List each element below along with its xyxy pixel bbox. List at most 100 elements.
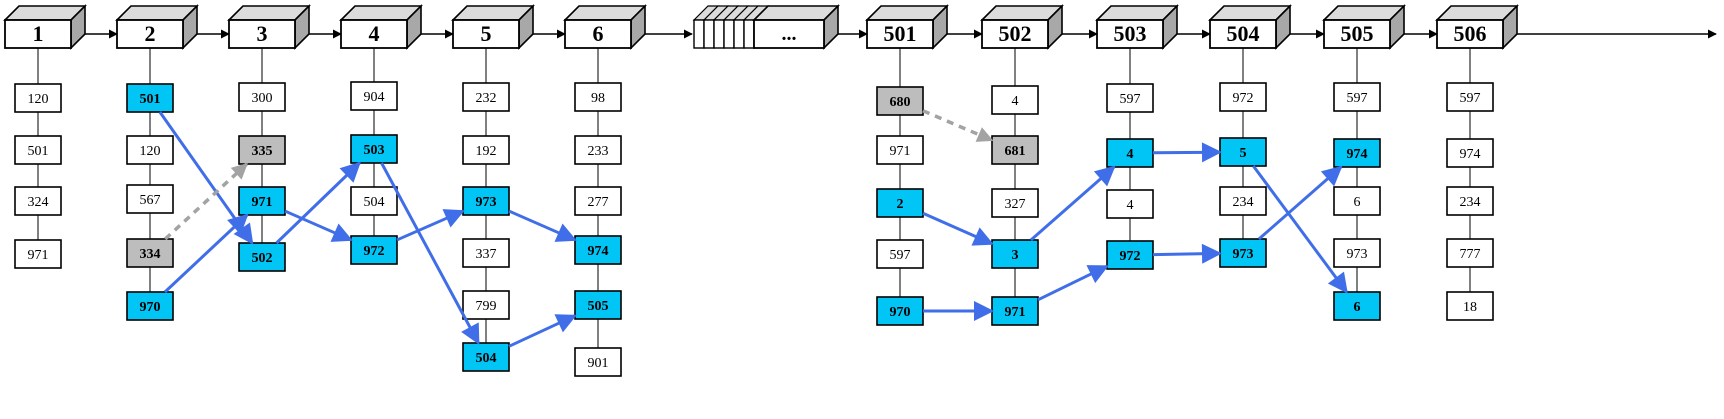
item-box-rect <box>126 184 174 214</box>
item-value: 597 <box>1120 92 1141 107</box>
item-value: 324 <box>28 195 49 210</box>
item-box-rect <box>1219 137 1267 167</box>
stack-sheet <box>703 19 715 49</box>
item-value: 234 <box>1233 195 1254 210</box>
item-box-rect <box>876 86 924 116</box>
link-arrow <box>1029 165 1116 242</box>
item-value: 2 <box>897 197 904 212</box>
item-value: 970 <box>890 305 911 320</box>
item-box: 503 <box>350 134 398 164</box>
item-value: 503 <box>364 143 385 158</box>
item-value: 5 <box>1240 146 1247 161</box>
item-box-rect <box>991 239 1039 269</box>
page-header-label: 3 <box>257 21 268 46</box>
item-value: 502 <box>252 251 273 266</box>
link-arrow <box>1252 165 1348 294</box>
page-header-label: 505 <box>1341 21 1374 46</box>
item-value: 597 <box>1347 91 1368 106</box>
page-header-label: 504 <box>1227 21 1260 46</box>
page-header-front-face <box>1209 19 1277 49</box>
item-value: 972 <box>1120 249 1141 264</box>
dashed-link-arrow <box>922 109 994 142</box>
link-arrow <box>1037 264 1109 302</box>
page-header-label: 2 <box>145 21 156 46</box>
item-value: 505 <box>588 299 609 314</box>
item-box-rect <box>574 235 622 265</box>
page-header-6: 6 <box>563 4 647 50</box>
item-value: 334 <box>140 247 161 262</box>
item-box-rect <box>574 347 622 377</box>
item-box: 234 <box>1219 186 1267 216</box>
page-header-501: 501 <box>865 4 949 50</box>
item-box-rect <box>350 134 398 164</box>
item-box: 971 <box>991 296 1039 326</box>
item-box: 597 <box>1333 82 1381 112</box>
link-arrow <box>163 213 249 294</box>
item-box-rect <box>462 290 510 320</box>
item-box-rect <box>462 342 510 372</box>
item-box-rect <box>462 82 510 112</box>
item-box: 501 <box>126 83 174 113</box>
item-box: 335 <box>238 135 286 165</box>
item-box: 971 <box>14 239 62 269</box>
link-arrow <box>1152 243 1222 264</box>
link-arrow <box>396 209 465 242</box>
item-box-rect <box>876 188 924 218</box>
stack-sheet <box>713 19 725 49</box>
item-box: 6 <box>1333 186 1381 216</box>
item-box-rect <box>1106 240 1154 270</box>
page-header-label: 503 <box>1114 21 1147 46</box>
item-value: 971 <box>1005 305 1026 320</box>
item-box: 300 <box>238 82 286 112</box>
item-box: 680 <box>876 86 924 116</box>
stack-sheet <box>743 19 755 49</box>
item-box-rect <box>126 238 174 268</box>
item-box-rect <box>350 186 398 216</box>
item-box: 974 <box>1333 138 1381 168</box>
item-value: 974 <box>588 244 609 259</box>
item-value: 6 <box>1354 195 1361 210</box>
item-box-rect <box>1333 238 1381 268</box>
page-header-label: 501 <box>884 21 917 46</box>
item-value: 4 <box>1127 147 1134 162</box>
item-box: 597 <box>1106 83 1154 113</box>
item-box: 327 <box>991 188 1039 218</box>
item-box-rect <box>1446 186 1494 216</box>
item-box-rect <box>1106 83 1154 113</box>
item-value: 327 <box>1005 197 1026 212</box>
page-header-front-face <box>866 19 934 49</box>
item-box-rect <box>574 135 622 165</box>
item-value: 233 <box>588 144 609 159</box>
item-box: 337 <box>462 238 510 268</box>
item-box-rect <box>462 186 510 216</box>
item-value: 4 <box>1127 198 1134 213</box>
page-header-4: 4 <box>339 4 423 50</box>
item-box: 974 <box>1446 138 1494 168</box>
item-box: 505 <box>574 290 622 320</box>
item-box-rect <box>462 135 510 165</box>
item-value: 971 <box>252 195 273 210</box>
item-box-rect <box>14 135 62 165</box>
item-value: 501 <box>140 92 161 107</box>
item-box: 904 <box>350 81 398 111</box>
page-header-3: 3 <box>227 4 311 50</box>
item-box-rect <box>991 135 1039 165</box>
item-box: 2 <box>876 188 924 218</box>
item-box: 973 <box>462 186 510 216</box>
item-box-rect <box>1446 138 1494 168</box>
item-box-rect <box>238 82 286 112</box>
item-box: 334 <box>126 238 174 268</box>
item-box: 4 <box>1106 138 1154 168</box>
item-box: 120 <box>14 83 62 113</box>
link-arrow <box>275 161 361 245</box>
item-box: 504 <box>462 342 510 372</box>
item-value: 18 <box>1463 300 1477 315</box>
page-header-label: 4 <box>369 21 380 46</box>
item-value: 597 <box>1460 91 1481 106</box>
item-value: 973 <box>1347 247 1368 262</box>
item-value: 972 <box>1233 91 1254 106</box>
page-header-502: 502 <box>980 4 1064 50</box>
page-header-label: 1 <box>33 21 44 46</box>
item-box-rect <box>1333 186 1381 216</box>
item-value: 777 <box>1460 247 1481 262</box>
